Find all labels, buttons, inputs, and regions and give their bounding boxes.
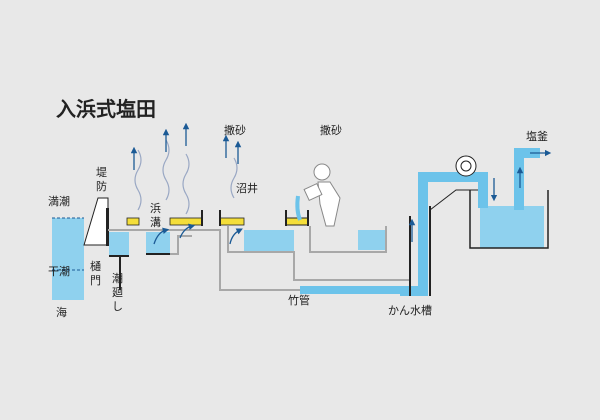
label-pond-well: 沼井 [236, 181, 258, 195]
salt-pot-tank-water [480, 206, 544, 248]
ditch-curve-arrow-3 [229, 228, 243, 245]
brine-top-pipe [418, 172, 480, 182]
second-pond-wall [309, 226, 387, 253]
ditch-curve-arrow-2 [179, 223, 196, 239]
label-sluice-char1: 樋 [90, 259, 101, 273]
pond-well-water [244, 230, 294, 252]
salt-pot-down-pipe [478, 172, 488, 208]
brine-tank-base [400, 286, 428, 296]
salt-pot-tank-wall [469, 190, 549, 249]
label-sea: 海 [56, 305, 67, 319]
second-pond-water [358, 230, 386, 250]
label-sanding-2: 撒砂 [320, 123, 342, 137]
label-low-tide: 干潮 [48, 264, 70, 278]
beach-ditch-pipe [170, 235, 192, 255]
beach-ditch-water [146, 232, 170, 254]
pump-wheel [455, 155, 477, 177]
salt-pot-up-pipe [514, 148, 524, 210]
sand-bar-3 [219, 217, 245, 226]
label-beach-ditch-char2: 溝 [150, 216, 161, 229]
embankment [83, 197, 109, 246]
vapor-line-2 [162, 139, 170, 201]
ditch-curve-arrow-1 [153, 227, 170, 245]
label-brine-tank: かん水槽 [388, 304, 432, 317]
pump-arm [429, 189, 478, 211]
sand-bar-2 [169, 217, 203, 226]
salt-pot-top-pipe [514, 148, 540, 158]
tide-channel-water [109, 232, 129, 256]
vapor-line-1 [134, 149, 142, 211]
diagram-title: 入浜式塩田 [56, 97, 156, 121]
bamboo-pipe [300, 286, 410, 294]
sand-bar-1 [126, 217, 140, 226]
label-embankment-char2: 防 [96, 179, 107, 193]
sea-water [52, 218, 84, 300]
vapor-line-3 [182, 153, 190, 215]
label-bamboo-pipe: 竹管 [288, 293, 310, 307]
pump-wheel-hub [460, 160, 472, 172]
label-tide-channel-char2: 廻 [112, 286, 123, 299]
label-tide-channel-char3: し [112, 300, 123, 313]
brine-riser-pipe [418, 178, 428, 296]
pond-well-wall [227, 226, 410, 281]
sand-pour-stream [295, 195, 302, 221]
label-tide-channel-char1: 潮 [112, 271, 123, 285]
label-sluice-char2: 門 [90, 274, 101, 287]
label-sanding-1: 撒砂 [224, 123, 246, 137]
sluice-gate [106, 208, 109, 246]
label-beach-ditch-char1: 浜 [150, 202, 161, 215]
worker-figure [303, 163, 341, 227]
label-salt-pot: 塩釜 [526, 129, 548, 143]
sand-bar-4 [285, 217, 309, 226]
vapor-line-4 [230, 157, 238, 199]
label-high-tide: 満潮 [48, 194, 70, 208]
label-embankment-char1: 堤 [96, 166, 107, 179]
